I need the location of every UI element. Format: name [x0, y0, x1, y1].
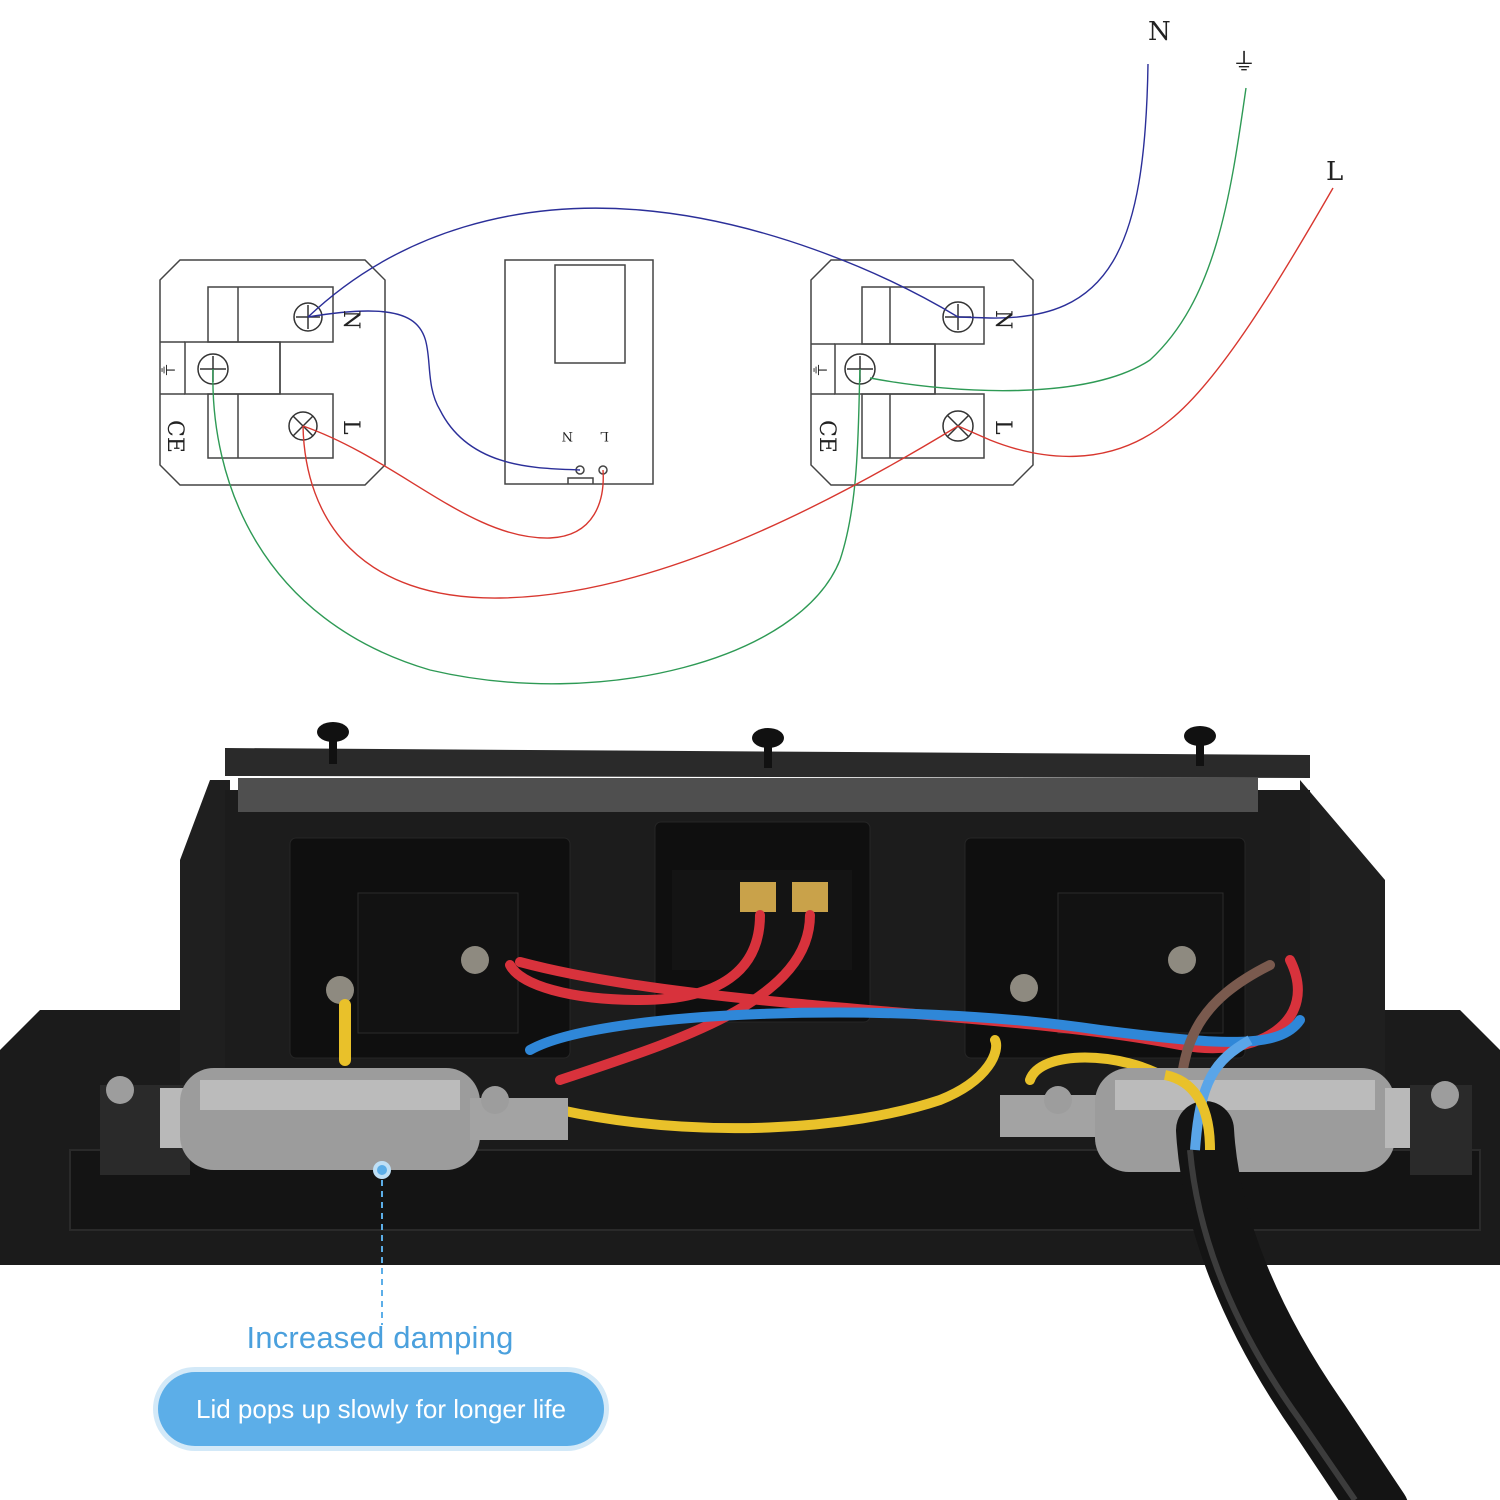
housing-side-left [180, 780, 230, 1100]
wire-neutral-module [307, 310, 581, 471]
callout-title: Increased damping [246, 1320, 514, 1355]
wire-earth-bridge [212, 368, 861, 685]
right-damper [1000, 1068, 1472, 1175]
left-n-screw-icon [293, 302, 323, 332]
diagram-wires [212, 63, 1334, 685]
left-socket-screws [197, 302, 323, 441]
left-label-n: N [338, 310, 363, 329]
lid-screws [317, 722, 1216, 768]
wire-neutral-supply [957, 63, 1149, 319]
right-socket-screws [844, 301, 974, 442]
left-label-earth: ⏚ [158, 362, 177, 378]
lid-screw-icon [317, 722, 349, 764]
right-socket-module [964, 837, 1246, 1059]
right-label-n: N [990, 310, 1015, 329]
power-cable-highlight [1187, 1149, 1358, 1500]
power-cable [1176, 1101, 1407, 1500]
lid-screw-icon [1184, 726, 1216, 766]
left-damper [100, 1068, 568, 1175]
wire-yellow-left [555, 1035, 1002, 1134]
wire-live-supply [957, 187, 1334, 458]
module-label-n: N [562, 428, 573, 443]
callout-pointer [373, 1161, 391, 1325]
right-label-earth: ⏚ [810, 362, 829, 378]
left-label-l: L [338, 420, 363, 435]
housing-side-right [1300, 780, 1385, 1100]
right-socket-outline [810, 259, 1034, 486]
lid-screw-icon [752, 728, 784, 768]
right-l-screw-icon [942, 410, 974, 442]
usb-module-outline [504, 259, 654, 485]
wire-earth-supply [869, 87, 1247, 392]
cable-blue-lead [1190, 1035, 1253, 1151]
supply-label-earth: ⏚ [1232, 48, 1256, 76]
left-label-ce: CE [162, 420, 187, 453]
module-label-l: L [600, 428, 609, 443]
wire-usb-red-1 [505, 910, 765, 1006]
wire-live-module [302, 425, 604, 539]
supply-label-l: L [1326, 157, 1343, 187]
wire-neutral-bridge [307, 207, 959, 318]
callout-text: Lid pops up slowly for longer life [196, 1393, 566, 1424]
supply-label-n: N [1148, 17, 1171, 47]
wire-blue [525, 1007, 1305, 1055]
diagram-labels: N ⏚ L N L ⏚ CE N L N L ⏚ CE [158, 17, 1343, 453]
right-label-l: L [990, 420, 1015, 435]
callout-badge: Lid pops up slowly for longer life [158, 1372, 604, 1446]
cable-yellow-lead [1163, 1070, 1215, 1151]
right-label-ce: CE [814, 420, 839, 453]
wiring-diagram: N ⏚ L N L ⏚ CE N L N L ⏚ CE [158, 17, 1343, 685]
lid-reflection [238, 778, 1258, 812]
product-photo [0, 722, 1500, 1500]
left-socket-module [289, 837, 571, 1059]
left-socket-outline [159, 259, 386, 486]
wire-live-bridge [302, 425, 959, 599]
